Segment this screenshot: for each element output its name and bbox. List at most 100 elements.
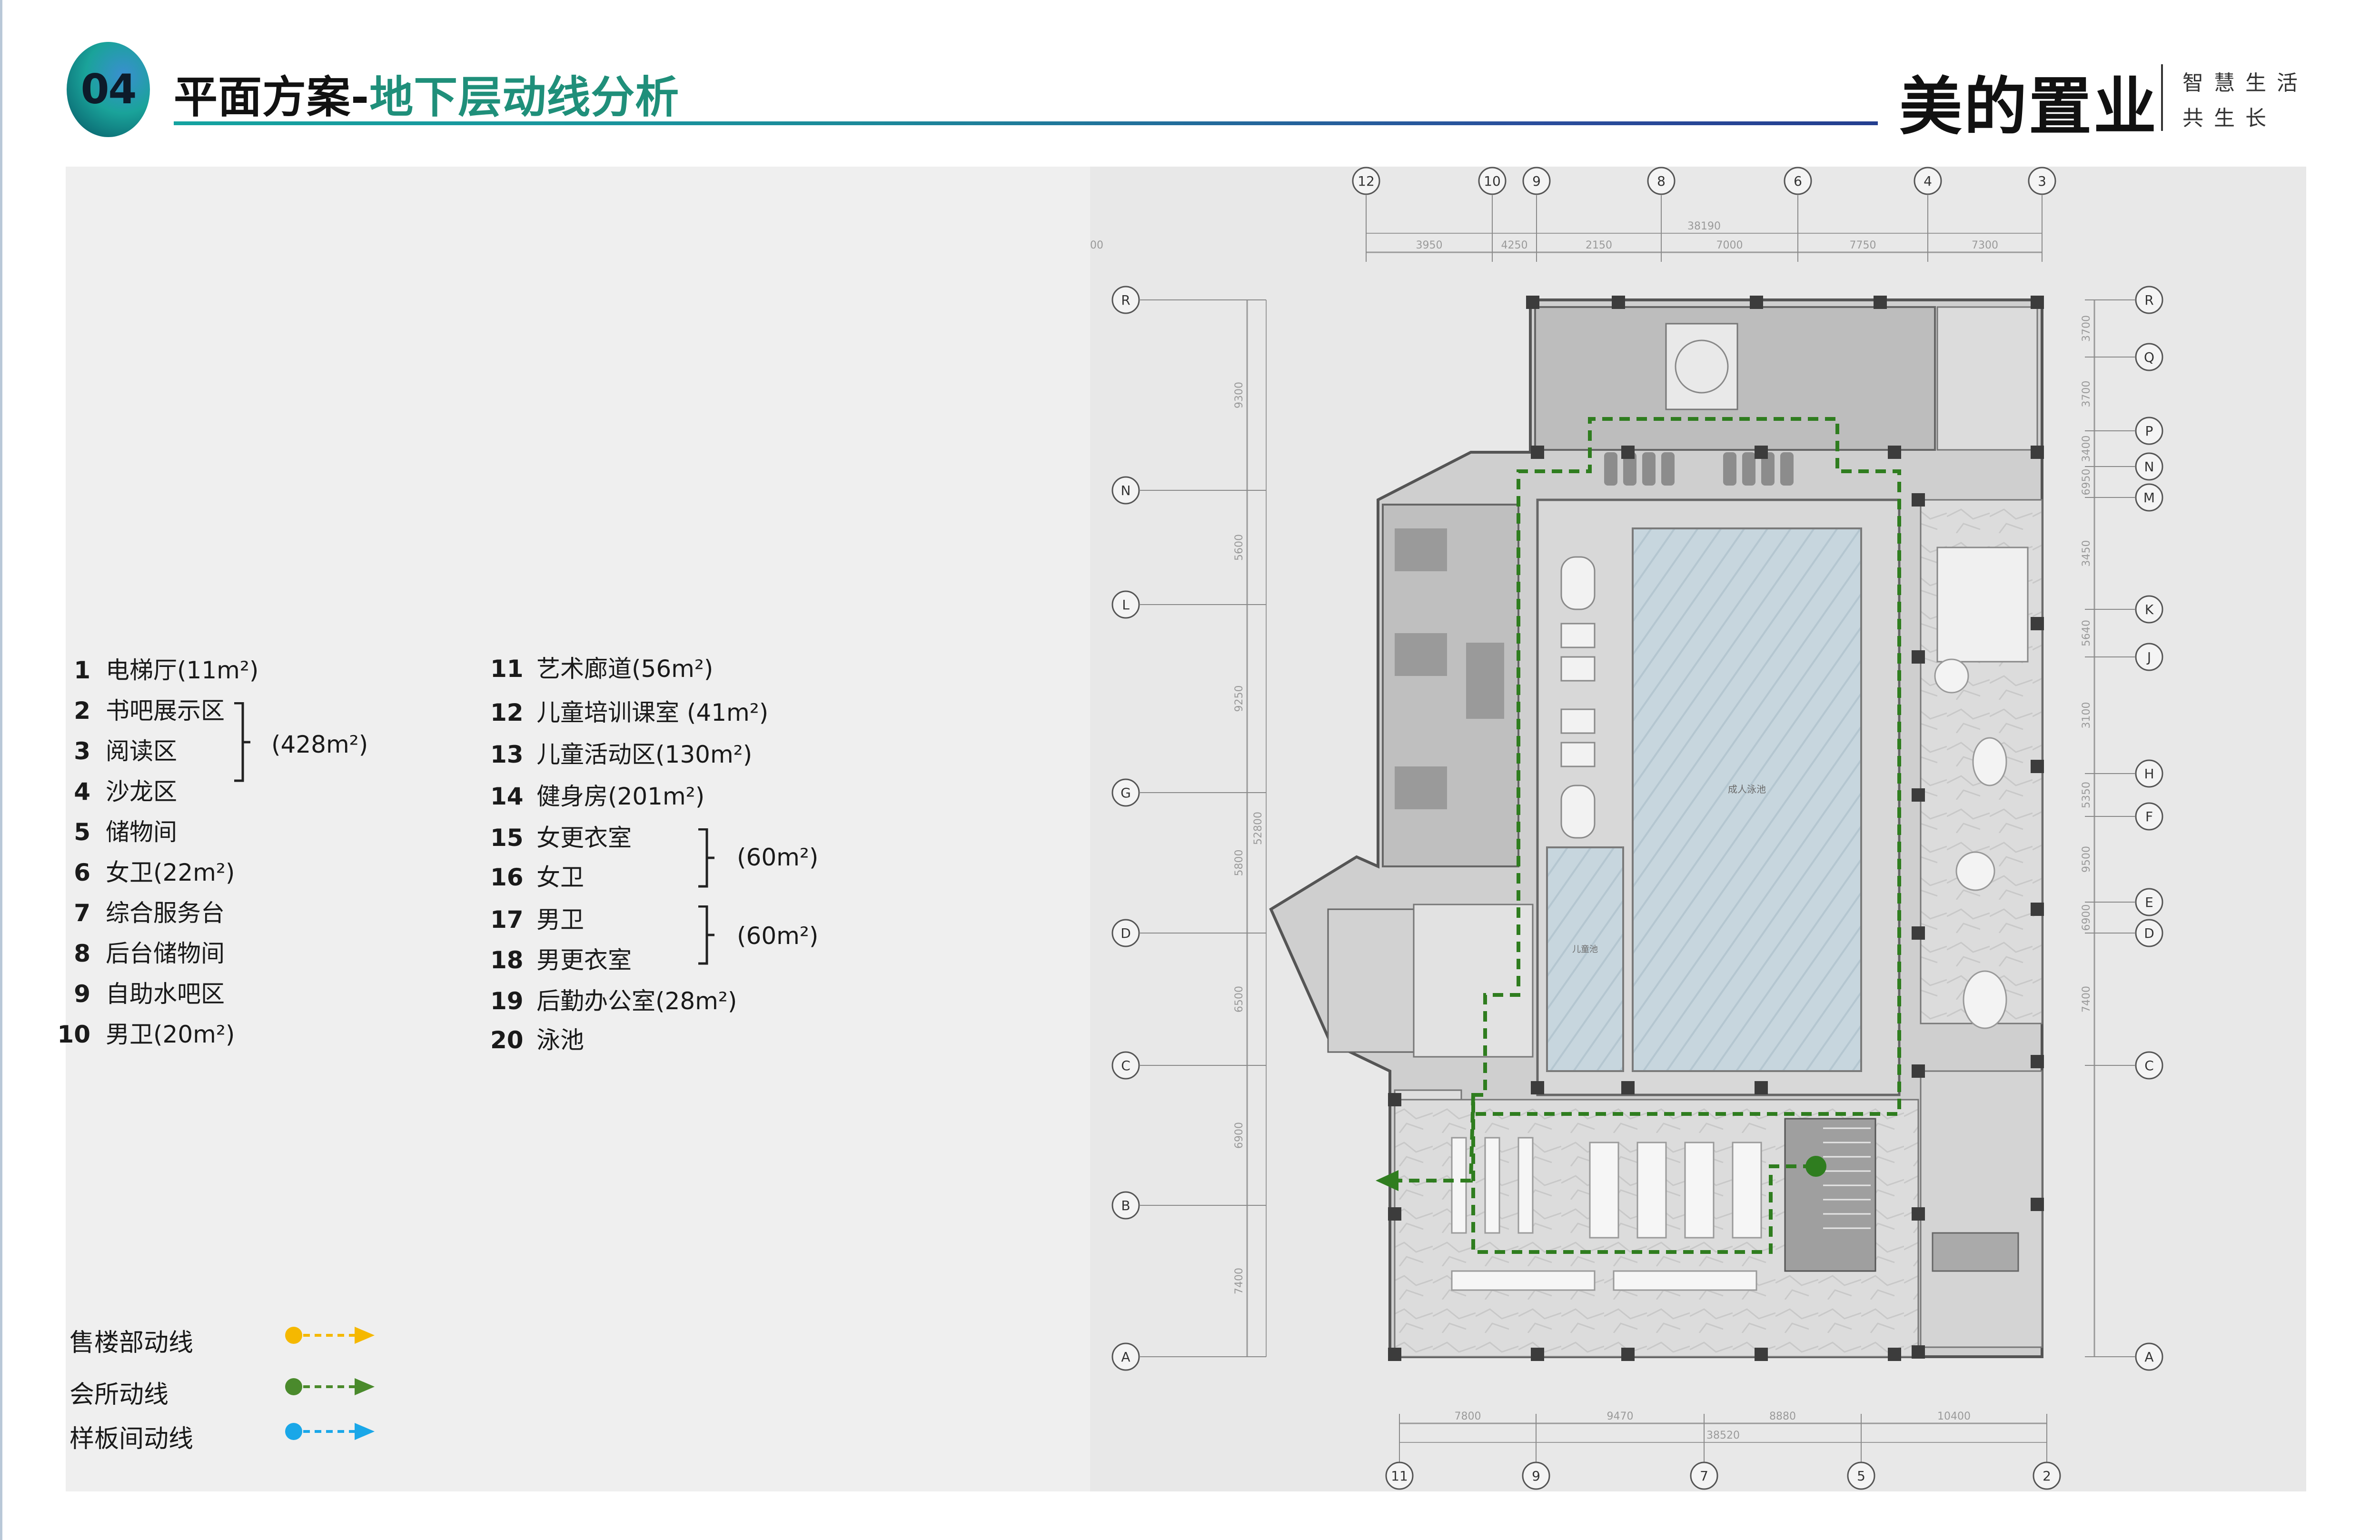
route-label-club: 会所动线 xyxy=(69,1381,169,1409)
reading-group-brace xyxy=(234,702,250,782)
column xyxy=(2031,296,2044,309)
club-route-path xyxy=(1471,417,1901,1254)
column xyxy=(1388,1207,1401,1221)
column xyxy=(1912,926,1925,940)
slogan-line-2: 共生长 xyxy=(2182,106,2277,130)
svg-text:K: K xyxy=(2145,602,2154,617)
dimension-label: 6100 xyxy=(1090,239,1103,251)
grid-axis-bottom-7: 7 xyxy=(1690,1461,1718,1490)
gym-mat-circle xyxy=(1675,339,1729,394)
dimension-label: 10400 xyxy=(1937,1411,1971,1422)
dimension-label: 9250 xyxy=(1233,686,1245,712)
svg-text:9: 9 xyxy=(1532,173,1541,189)
male-group-area: (60m²) xyxy=(737,922,819,950)
grid-axis-right-R: R xyxy=(2135,286,2163,314)
svg-text:3: 3 xyxy=(2038,173,2046,189)
office-room xyxy=(1413,904,1534,1058)
dimension-label: 3700 xyxy=(2081,315,2092,342)
grid-axis-left-N: N xyxy=(1111,476,1140,505)
yoga-room xyxy=(1936,306,2038,451)
svg-text:D: D xyxy=(1121,925,1131,941)
dimension-label: 38520 xyxy=(1706,1430,1740,1441)
grid-axis-left-G: G xyxy=(1111,778,1140,807)
grid-axis-right-M: M xyxy=(2135,483,2163,512)
grid-axis-left-B: B xyxy=(1111,1191,1140,1220)
svg-text:M: M xyxy=(2143,490,2155,506)
reading-tables xyxy=(1451,1137,1762,1291)
legend-panel xyxy=(66,167,1090,1491)
dimension-label: 6900 xyxy=(2081,904,2092,931)
column xyxy=(1888,446,1901,459)
brand-divider xyxy=(2161,64,2163,131)
column xyxy=(1621,1081,1635,1094)
column xyxy=(2031,446,2044,459)
grid-axis-bottom-5: 5 xyxy=(1847,1461,1875,1490)
column xyxy=(1388,1348,1401,1361)
gym-equipment xyxy=(1604,452,1794,486)
grid-axis-right-P: P xyxy=(2135,417,2163,445)
svg-text:B: B xyxy=(1121,1198,1130,1213)
column xyxy=(1612,296,1625,309)
grid-axis-right-C: C xyxy=(2135,1051,2163,1080)
dimension-label: 3950 xyxy=(1416,239,1443,251)
column xyxy=(1912,493,1925,507)
dimension-label: 5800 xyxy=(1233,850,1245,876)
dimension-label: 3400 xyxy=(2081,436,2092,462)
dimension-label: 4250 xyxy=(1501,239,1528,251)
column xyxy=(1912,650,1925,664)
section-number: 04 xyxy=(80,66,137,113)
dimension-label: 3100 xyxy=(2081,702,2092,729)
kids-pool xyxy=(1546,846,1624,1072)
locker-fixtures xyxy=(1395,528,1504,809)
column xyxy=(1531,1081,1544,1094)
svg-text:8: 8 xyxy=(1657,173,1666,189)
dimension-label: 5600 xyxy=(1233,534,1245,561)
dimension-label: 8880 xyxy=(1769,1411,1796,1422)
svg-text:2: 2 xyxy=(2043,1468,2051,1484)
club-route-arrow xyxy=(1376,1170,1398,1191)
column xyxy=(1526,296,1539,309)
kids-furniture xyxy=(1934,658,2007,1029)
dimension-label: 9470 xyxy=(1607,1411,1634,1422)
dimension-label: 9300 xyxy=(1233,382,1245,408)
route-symbol-showroom xyxy=(285,1423,375,1440)
female-group-brace xyxy=(698,828,714,888)
svg-text:C: C xyxy=(1121,1058,1130,1073)
grid-axis-left-A: A xyxy=(1111,1342,1140,1371)
grid-axis-top-9: 9 xyxy=(1522,167,1551,195)
column xyxy=(2031,1198,2044,1211)
dimension-label: 7750 xyxy=(1850,239,1876,251)
grid-axis-left-R: R xyxy=(1111,286,1140,314)
restroom-fixtures-right xyxy=(1932,1232,2019,1272)
column xyxy=(1755,1348,1768,1361)
grid-axis-top-3: 3 xyxy=(2028,167,2056,195)
column xyxy=(1912,1345,1925,1359)
grid-axis-right-H: H xyxy=(2135,759,2163,788)
grid-axis-right-Q: Q xyxy=(2135,343,2163,371)
svg-text:A: A xyxy=(2144,1349,2153,1365)
page-title: 平面方案-地下层动线分析 xyxy=(174,62,679,125)
grid-axis-bottom-9: 9 xyxy=(1522,1461,1550,1490)
column xyxy=(2031,617,2044,630)
grid-axis-left-D: D xyxy=(1111,919,1140,947)
column xyxy=(2031,760,2044,773)
route-label-showroom: 样板间动线 xyxy=(69,1425,194,1453)
dimension-label: 7300 xyxy=(1972,239,1998,251)
frame-edge xyxy=(0,0,2,1540)
grid-axis-top-12: 12 xyxy=(1352,167,1380,195)
column xyxy=(1621,446,1635,459)
svg-text:N: N xyxy=(2144,459,2154,475)
